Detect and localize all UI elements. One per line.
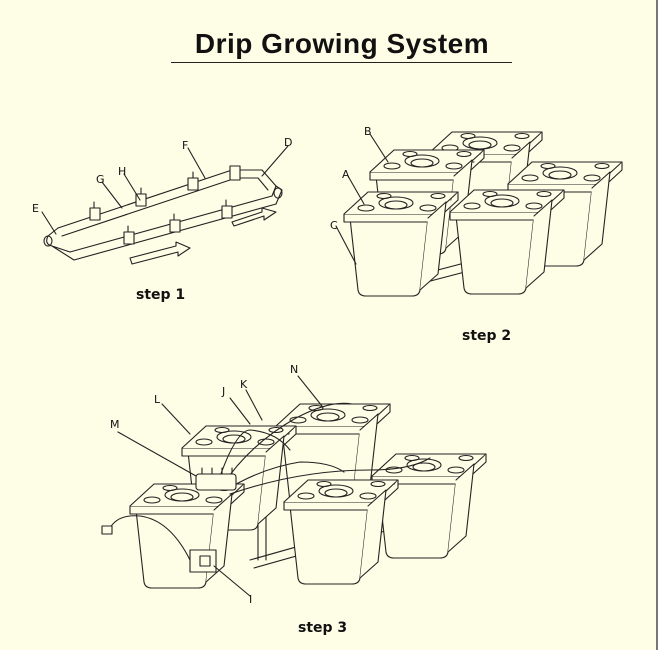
title-underline	[171, 62, 512, 63]
label-k: K	[240, 378, 248, 391]
page-title: Drip Growing System	[194, 28, 490, 59]
step1-caption: step 1	[136, 287, 186, 303]
label-f: F	[182, 139, 188, 152]
label-j: J	[221, 385, 225, 398]
label-d: D	[284, 136, 292, 149]
label-m: M	[110, 418, 120, 431]
step3-full-system	[101, 375, 487, 597]
label-n: N	[290, 363, 298, 376]
label-l: L	[154, 393, 161, 406]
part-labels: E G H F D B A C M L J K N I	[32, 125, 372, 606]
label-g: G	[96, 173, 105, 186]
label-b: B	[364, 125, 372, 138]
label-c: C	[330, 219, 338, 232]
label-a: A	[342, 168, 350, 181]
right-border	[656, 0, 658, 650]
label-i: I	[249, 593, 252, 606]
label-h: H	[118, 165, 126, 178]
step1-pipe-assembly	[41, 145, 289, 265]
label-e: E	[32, 202, 39, 215]
step2-caption: step 2	[462, 328, 512, 344]
step3-caption: step 3	[298, 620, 348, 636]
step2-bucket-layout	[335, 131, 623, 297]
